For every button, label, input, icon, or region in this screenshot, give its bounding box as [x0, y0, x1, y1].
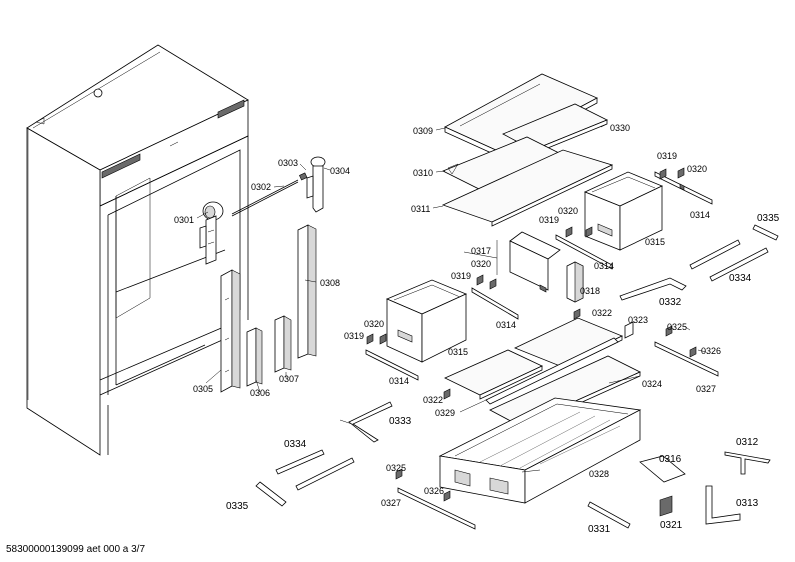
drawer-0315-upper — [583, 171, 663, 251]
label-0330: 0330 — [610, 123, 630, 133]
label-0313: 0313 — [736, 498, 759, 509]
rods-0334-right — [689, 239, 769, 282]
label-0319-left: 0319 — [451, 271, 471, 281]
label-0326-left: 0326 — [424, 486, 444, 496]
label-0333: 0333 — [389, 416, 412, 427]
label-0335-right: 0335 — [757, 213, 780, 224]
label-0322-left: 0322 — [423, 395, 443, 405]
label-0305: 0305 — [193, 384, 213, 394]
label-0321: 0321 — [660, 520, 683, 531]
label-0332: 0332 — [659, 297, 682, 308]
label-0316: 0316 — [659, 454, 682, 465]
label-0329: 0329 — [435, 408, 455, 418]
rail-0306 — [246, 327, 263, 387]
label-0328: 0328 — [589, 469, 609, 479]
label-0318: 0318 — [580, 286, 600, 296]
part-0312 — [724, 451, 771, 475]
clip-0303 — [299, 172, 308, 181]
label-0304: 0304 — [330, 166, 350, 176]
label-0310: 0310 — [413, 168, 433, 178]
rods-0335-left — [255, 481, 287, 507]
back-panel-0317 — [496, 231, 561, 293]
label-0314-left: 0314 — [496, 320, 516, 330]
shelf-0322-left — [443, 349, 543, 400]
label-0320-upper: 0320 — [687, 164, 707, 174]
part-labels: 0301 0302 0303 0304 0305 0306 0307 0308 … — [174, 123, 780, 535]
label-0302: 0302 — [251, 182, 271, 192]
runner-0327-left — [395, 468, 476, 530]
label-0324: 0324 — [642, 379, 662, 389]
label-0307: 0307 — [279, 374, 299, 384]
runner-0327-right — [654, 325, 719, 377]
fan-motor-0301 — [199, 201, 224, 265]
rail-0305 — [220, 269, 241, 393]
trim-0329 — [485, 337, 619, 405]
cover-0318 — [566, 261, 584, 303]
part-0331 — [587, 501, 631, 529]
label-0317: 0317 — [471, 246, 491, 256]
document-id-footer: 58300000139099 aet 000 a 3/7 — [6, 544, 145, 555]
label-0301: 0301 — [174, 215, 194, 225]
label-0314-lower: 0314 — [389, 376, 409, 386]
clip-0323 — [624, 321, 634, 339]
rods-0335-right — [752, 224, 779, 241]
label-0314-middle: 0314 — [594, 261, 614, 271]
label-0319-middle: 0319 — [539, 215, 559, 225]
part-0321 — [659, 495, 673, 517]
glass-shelf-0311 — [441, 149, 614, 227]
label-0303: 0303 — [278, 158, 298, 168]
label-0331: 0331 — [588, 524, 611, 535]
hinge-0304 — [306, 156, 326, 213]
label-0319-lower: 0319 — [344, 331, 364, 341]
runner-0314-middle — [555, 226, 613, 270]
label-0334-left: 0334 — [284, 439, 307, 450]
label-0311: 0311 — [411, 204, 430, 214]
label-0315-upper: 0315 — [645, 237, 665, 247]
label-0322-right: 0322 — [592, 308, 612, 318]
leader-lines — [196, 123, 707, 473]
runner-0314-upper — [654, 171, 713, 205]
label-0306: 0306 — [250, 388, 270, 398]
label-0319-upper: 0319 — [657, 151, 677, 161]
rods-0334-left — [275, 449, 355, 491]
label-0323: 0323 — [628, 315, 648, 325]
label-0335-left: 0335 — [226, 501, 249, 512]
runner-0314-left — [471, 274, 519, 320]
label-0327-left: 0327 — [381, 498, 401, 508]
part-0313 — [705, 485, 741, 525]
label-0314-upper: 0314 — [690, 210, 710, 220]
label-0308: 0308 — [320, 278, 340, 288]
part-0316 — [639, 455, 686, 483]
runner-0314-lower — [365, 333, 419, 381]
rail-0307 — [274, 315, 292, 373]
rod-0302 — [231, 179, 299, 217]
label-0326-right: 0326 — [701, 346, 721, 356]
label-0320-left: 0320 — [471, 259, 491, 269]
label-0315-lower: 0315 — [448, 347, 468, 357]
bracket-0333 — [348, 401, 393, 443]
label-0327-right: 0327 — [696, 384, 716, 394]
rail-0308 — [297, 224, 317, 359]
label-0312: 0312 — [736, 437, 759, 448]
label-0320-middle: 0320 — [558, 206, 578, 216]
clips-0319-0320-upper — [659, 167, 685, 180]
label-0320-lower: 0320 — [364, 319, 384, 329]
drawer-0315-lower — [385, 279, 468, 363]
crisper-tray-0328 — [438, 397, 642, 504]
label-0325-left: 0325 — [386, 463, 406, 473]
label-0325-right: 0325 — [667, 322, 687, 332]
label-0334-right: 0334 — [729, 273, 752, 284]
bracket-0332 — [619, 277, 687, 301]
label-0309: 0309 — [413, 126, 433, 136]
